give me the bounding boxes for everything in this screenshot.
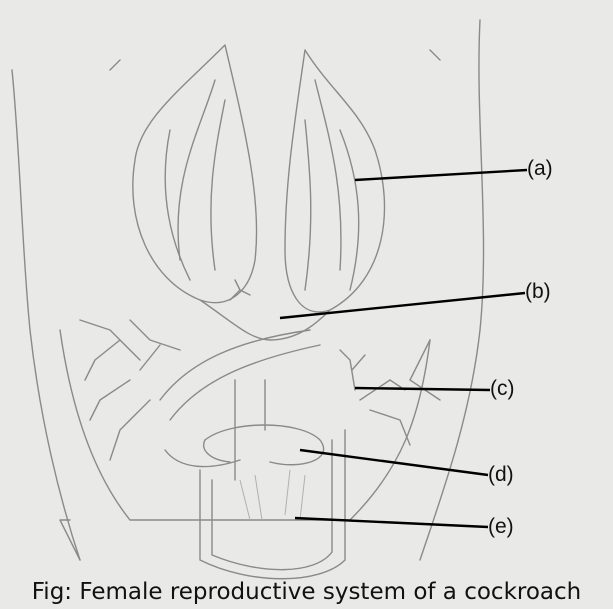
label-b: (b): [525, 280, 551, 303]
body-outline: [11, 19, 485, 561]
label-c: (c): [490, 377, 515, 400]
pointer-d: [299, 448, 489, 477]
pointer-a: [354, 168, 528, 182]
label-d: (d): [488, 463, 514, 486]
ovary-right: [284, 49, 386, 313]
oviducts-and-glands: [79, 279, 411, 481]
pointer-b: [279, 291, 526, 320]
ovary-left: [132, 44, 258, 304]
label-a: (a): [527, 157, 553, 180]
pointer-c: [354, 386, 491, 392]
pointer-lines: [279, 168, 528, 529]
label-e: (e): [488, 515, 514, 538]
spermatheca-and-chamber: [199, 424, 346, 580]
figure-caption: Fig: Female reproductive system of a coc…: [31, 579, 582, 605]
pointer-e: [294, 516, 489, 529]
